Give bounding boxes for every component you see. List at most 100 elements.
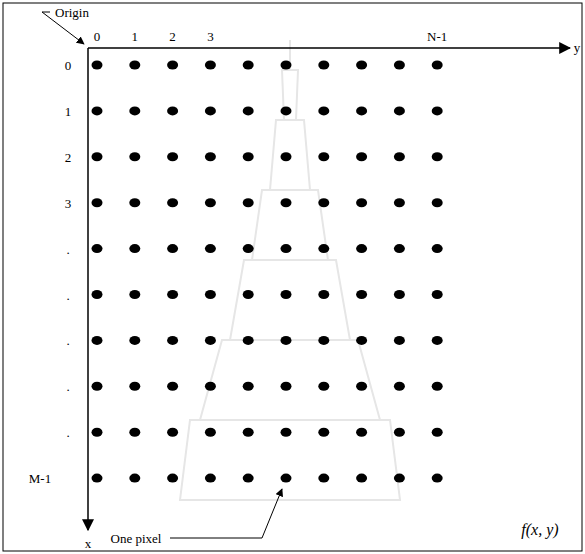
pixel-dot <box>167 290 178 299</box>
pixel-dot <box>356 198 367 207</box>
pixel-dot <box>167 428 178 437</box>
pixel-dot <box>318 106 329 115</box>
pixel-dot <box>167 474 178 483</box>
row-ellipsis: . <box>66 426 69 439</box>
pixel-dot <box>129 198 140 207</box>
pixel-dot <box>281 106 292 115</box>
y-axis <box>88 47 570 49</box>
pixel-dot <box>318 474 329 483</box>
pixel-dot <box>318 61 329 70</box>
pixel-dot <box>318 428 329 437</box>
pixel-dot <box>394 244 405 253</box>
pixel-dot <box>167 382 178 391</box>
row-ellipsis: . <box>66 380 69 393</box>
pixel-dot <box>394 428 405 437</box>
pixel-dot <box>243 61 254 70</box>
row-index: 1 <box>65 104 72 117</box>
pixel-dot <box>92 61 103 70</box>
pixel-dot <box>243 382 254 391</box>
pixel-dot <box>129 428 140 437</box>
pixel-dot <box>432 198 443 207</box>
pixel-dot <box>167 198 178 207</box>
pixel-dot <box>318 290 329 299</box>
pixel-dot <box>432 61 443 70</box>
pixel-dot <box>432 290 443 299</box>
pixel-dot <box>167 244 178 253</box>
pixel-dot <box>356 474 367 483</box>
pixel-dot <box>205 152 216 161</box>
pixel-dot <box>205 382 216 391</box>
pixel-dot <box>356 428 367 437</box>
pixel-dot <box>356 290 367 299</box>
pixel-dot <box>432 244 443 253</box>
pixel-dot <box>281 290 292 299</box>
pixel-dot <box>432 382 443 391</box>
pixel-dot <box>394 198 405 207</box>
row-index: 0 <box>65 59 72 72</box>
pixel-dot <box>394 61 405 70</box>
pixel-dot <box>243 106 254 115</box>
pixel-dot <box>205 198 216 207</box>
pixel-dot <box>129 106 140 115</box>
row-index: M-1 <box>29 472 51 485</box>
axis-name: y <box>574 41 581 54</box>
pixel-dot <box>318 198 329 207</box>
pixel-dot <box>92 382 103 391</box>
pixel-dot <box>318 244 329 253</box>
pixel-dot <box>356 61 367 70</box>
pixel-dot <box>243 198 254 207</box>
column-index: 1 <box>132 30 139 43</box>
pixel-callout: One pixel <box>111 532 162 545</box>
pixel-dot <box>205 244 216 253</box>
pixel-dot <box>205 428 216 437</box>
pixel-dot <box>281 152 292 161</box>
pixel-dot <box>92 106 103 115</box>
pixel-dot <box>129 382 140 391</box>
row-ellipsis: . <box>66 334 69 347</box>
pixel-dot <box>205 290 216 299</box>
pixel-dot <box>356 244 367 253</box>
pixel-dot <box>92 152 103 161</box>
pixel-dot <box>92 198 103 207</box>
pixel-dot <box>92 474 103 483</box>
pixel-dot <box>205 336 216 345</box>
pixel-dot <box>243 244 254 253</box>
pixel-dot <box>281 474 292 483</box>
pixel-dot <box>318 382 329 391</box>
pixel-dot <box>281 336 292 345</box>
row-ellipsis: . <box>66 242 69 255</box>
pixel-dot <box>394 382 405 391</box>
column-index: 3 <box>207 30 214 43</box>
pixel-dot <box>318 336 329 345</box>
column-index: 0 <box>94 30 101 43</box>
pixel-dot <box>432 474 443 483</box>
watermark <box>180 40 400 500</box>
x-axis <box>87 48 89 530</box>
row-index: 3 <box>65 196 72 209</box>
pixel-dot <box>356 382 367 391</box>
pixel-dot <box>356 152 367 161</box>
column-index: N-1 <box>427 30 447 43</box>
pixel-dot <box>394 474 405 483</box>
pixel-dot <box>205 474 216 483</box>
pixel-dot <box>318 152 329 161</box>
pixel-dot <box>281 382 292 391</box>
pixel-dot <box>432 428 443 437</box>
pixel-dot <box>167 152 178 161</box>
pixel-dot <box>394 336 405 345</box>
pixel-dot <box>167 61 178 70</box>
pixel-dot <box>281 428 292 437</box>
pixel-dot <box>92 290 103 299</box>
pixel-dot <box>243 152 254 161</box>
pixel-dot <box>281 244 292 253</box>
pixel-dot <box>129 61 140 70</box>
row-ellipsis: . <box>66 288 69 301</box>
pixel-dot <box>129 290 140 299</box>
pixel-dot <box>205 61 216 70</box>
function-label: f(x, y) <box>521 522 558 538</box>
pixel-dot <box>129 244 140 253</box>
pixel-dot <box>92 336 103 345</box>
pixel-dots <box>92 61 443 483</box>
pixel-dot <box>129 474 140 483</box>
